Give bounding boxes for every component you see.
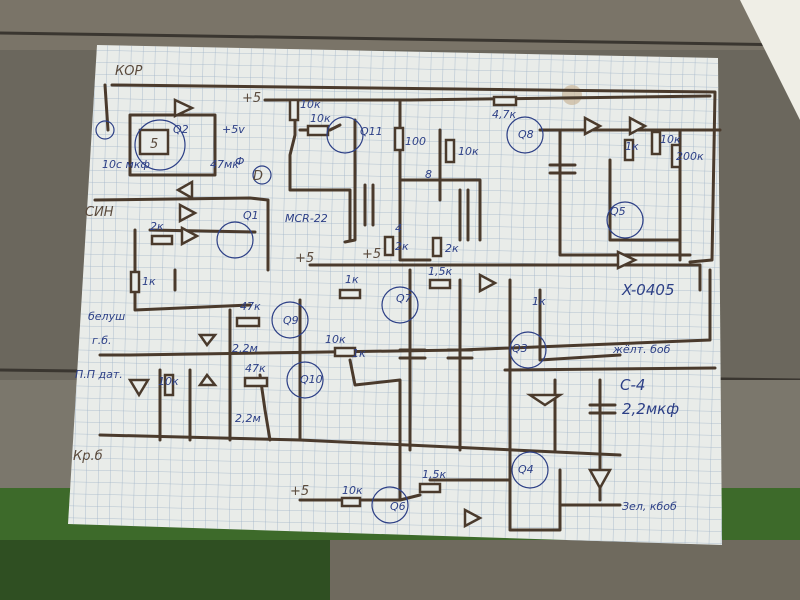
label-zhelt: жёлт. боб <box>612 343 671 356</box>
sunlight-patch <box>740 0 800 120</box>
label-r2k-c: 2к <box>445 242 459 255</box>
label-r100: 100 <box>405 135 426 148</box>
label-q9: Q9 <box>283 314 299 327</box>
label-d: D <box>253 169 263 184</box>
label-q5: Q5 <box>610 205 626 218</box>
label-pp-dat: П.П дат. <box>75 368 123 381</box>
label-phi: Ф <box>235 155 244 168</box>
label-c22m-b: 2,2м <box>235 412 261 425</box>
label-q1: Q1 <box>243 209 259 222</box>
label-cap47: 47мк <box>210 158 239 171</box>
label-mcr: MCR-22 <box>285 212 328 225</box>
label-q10: Q10 <box>300 373 323 386</box>
label-r10k-f: 10к <box>158 375 179 388</box>
label-r2k-b: 2к <box>395 240 409 253</box>
label-kor: КОР <box>115 64 142 79</box>
label-r15k-a: 1,5к <box>428 265 452 278</box>
label-plus5-mid2: +5 <box>362 247 381 262</box>
label-r1k-c: 1к <box>345 273 359 286</box>
label-plus5-top: +5 <box>242 91 261 106</box>
label-krb: Кр.б <box>73 449 103 464</box>
label-plus5-bot: +5 <box>290 484 309 499</box>
label-r1k-b: 1к <box>625 140 639 153</box>
label-c4: С-4 <box>620 376 645 394</box>
label-reg5: 5 <box>150 137 158 152</box>
label-q8: Q8 <box>518 128 534 141</box>
label-r1k-a: 1к <box>142 275 156 288</box>
label-q4: Q4 <box>518 463 534 476</box>
label-zel: Зел, кбоб <box>622 500 677 513</box>
label-r10k-a: 10к <box>300 98 321 111</box>
label-pin4: 4 <box>395 222 402 235</box>
label-r10k-e: 10к <box>325 333 346 346</box>
label-sin: СИН <box>85 205 114 220</box>
label-cap10: 10с мкф <box>102 158 150 171</box>
label-r1k-e: 1к <box>352 347 366 360</box>
label-q3: Q3 <box>512 342 528 355</box>
label-plus5-mid: +5 <box>295 251 314 266</box>
label-belush: белуш <box>88 310 125 323</box>
label-q7: Q7 <box>396 292 412 305</box>
label-r10k-c: 10к <box>458 145 479 158</box>
schematic-labels: КОР СИН +5 +5v 10к 10к Q11 Q2 5 10с мкф … <box>73 64 704 513</box>
label-gb: г.б. <box>92 334 112 347</box>
label-r10k-b: 10к <box>310 112 331 125</box>
label-r1k-d: 1к <box>532 295 546 308</box>
label-c22m-a: 2,2м <box>232 342 258 355</box>
label-c4-val: 2,2мкф <box>622 400 679 418</box>
label-plus5v: +5v <box>222 123 245 136</box>
label-q6: Q6 <box>390 500 406 513</box>
label-r10k-g: 10к <box>342 484 363 497</box>
label-r200k: 200к <box>676 150 704 163</box>
label-x0405: X-0405 <box>621 281 675 299</box>
label-r47k-top: 4,7к <box>492 108 516 121</box>
label-q2: Q2 <box>173 123 189 136</box>
label-r10k-d: 10к <box>660 133 681 146</box>
label-r47k-b: 47к <box>245 362 266 375</box>
label-r15k-b: 1,5к <box>422 468 446 481</box>
label-pin8: 8 <box>425 168 432 181</box>
components <box>95 95 682 529</box>
label-r2k-a: 2к <box>150 220 164 233</box>
label-r47k-a: 47к <box>240 300 261 313</box>
label-q11: Q11 <box>360 125 383 138</box>
